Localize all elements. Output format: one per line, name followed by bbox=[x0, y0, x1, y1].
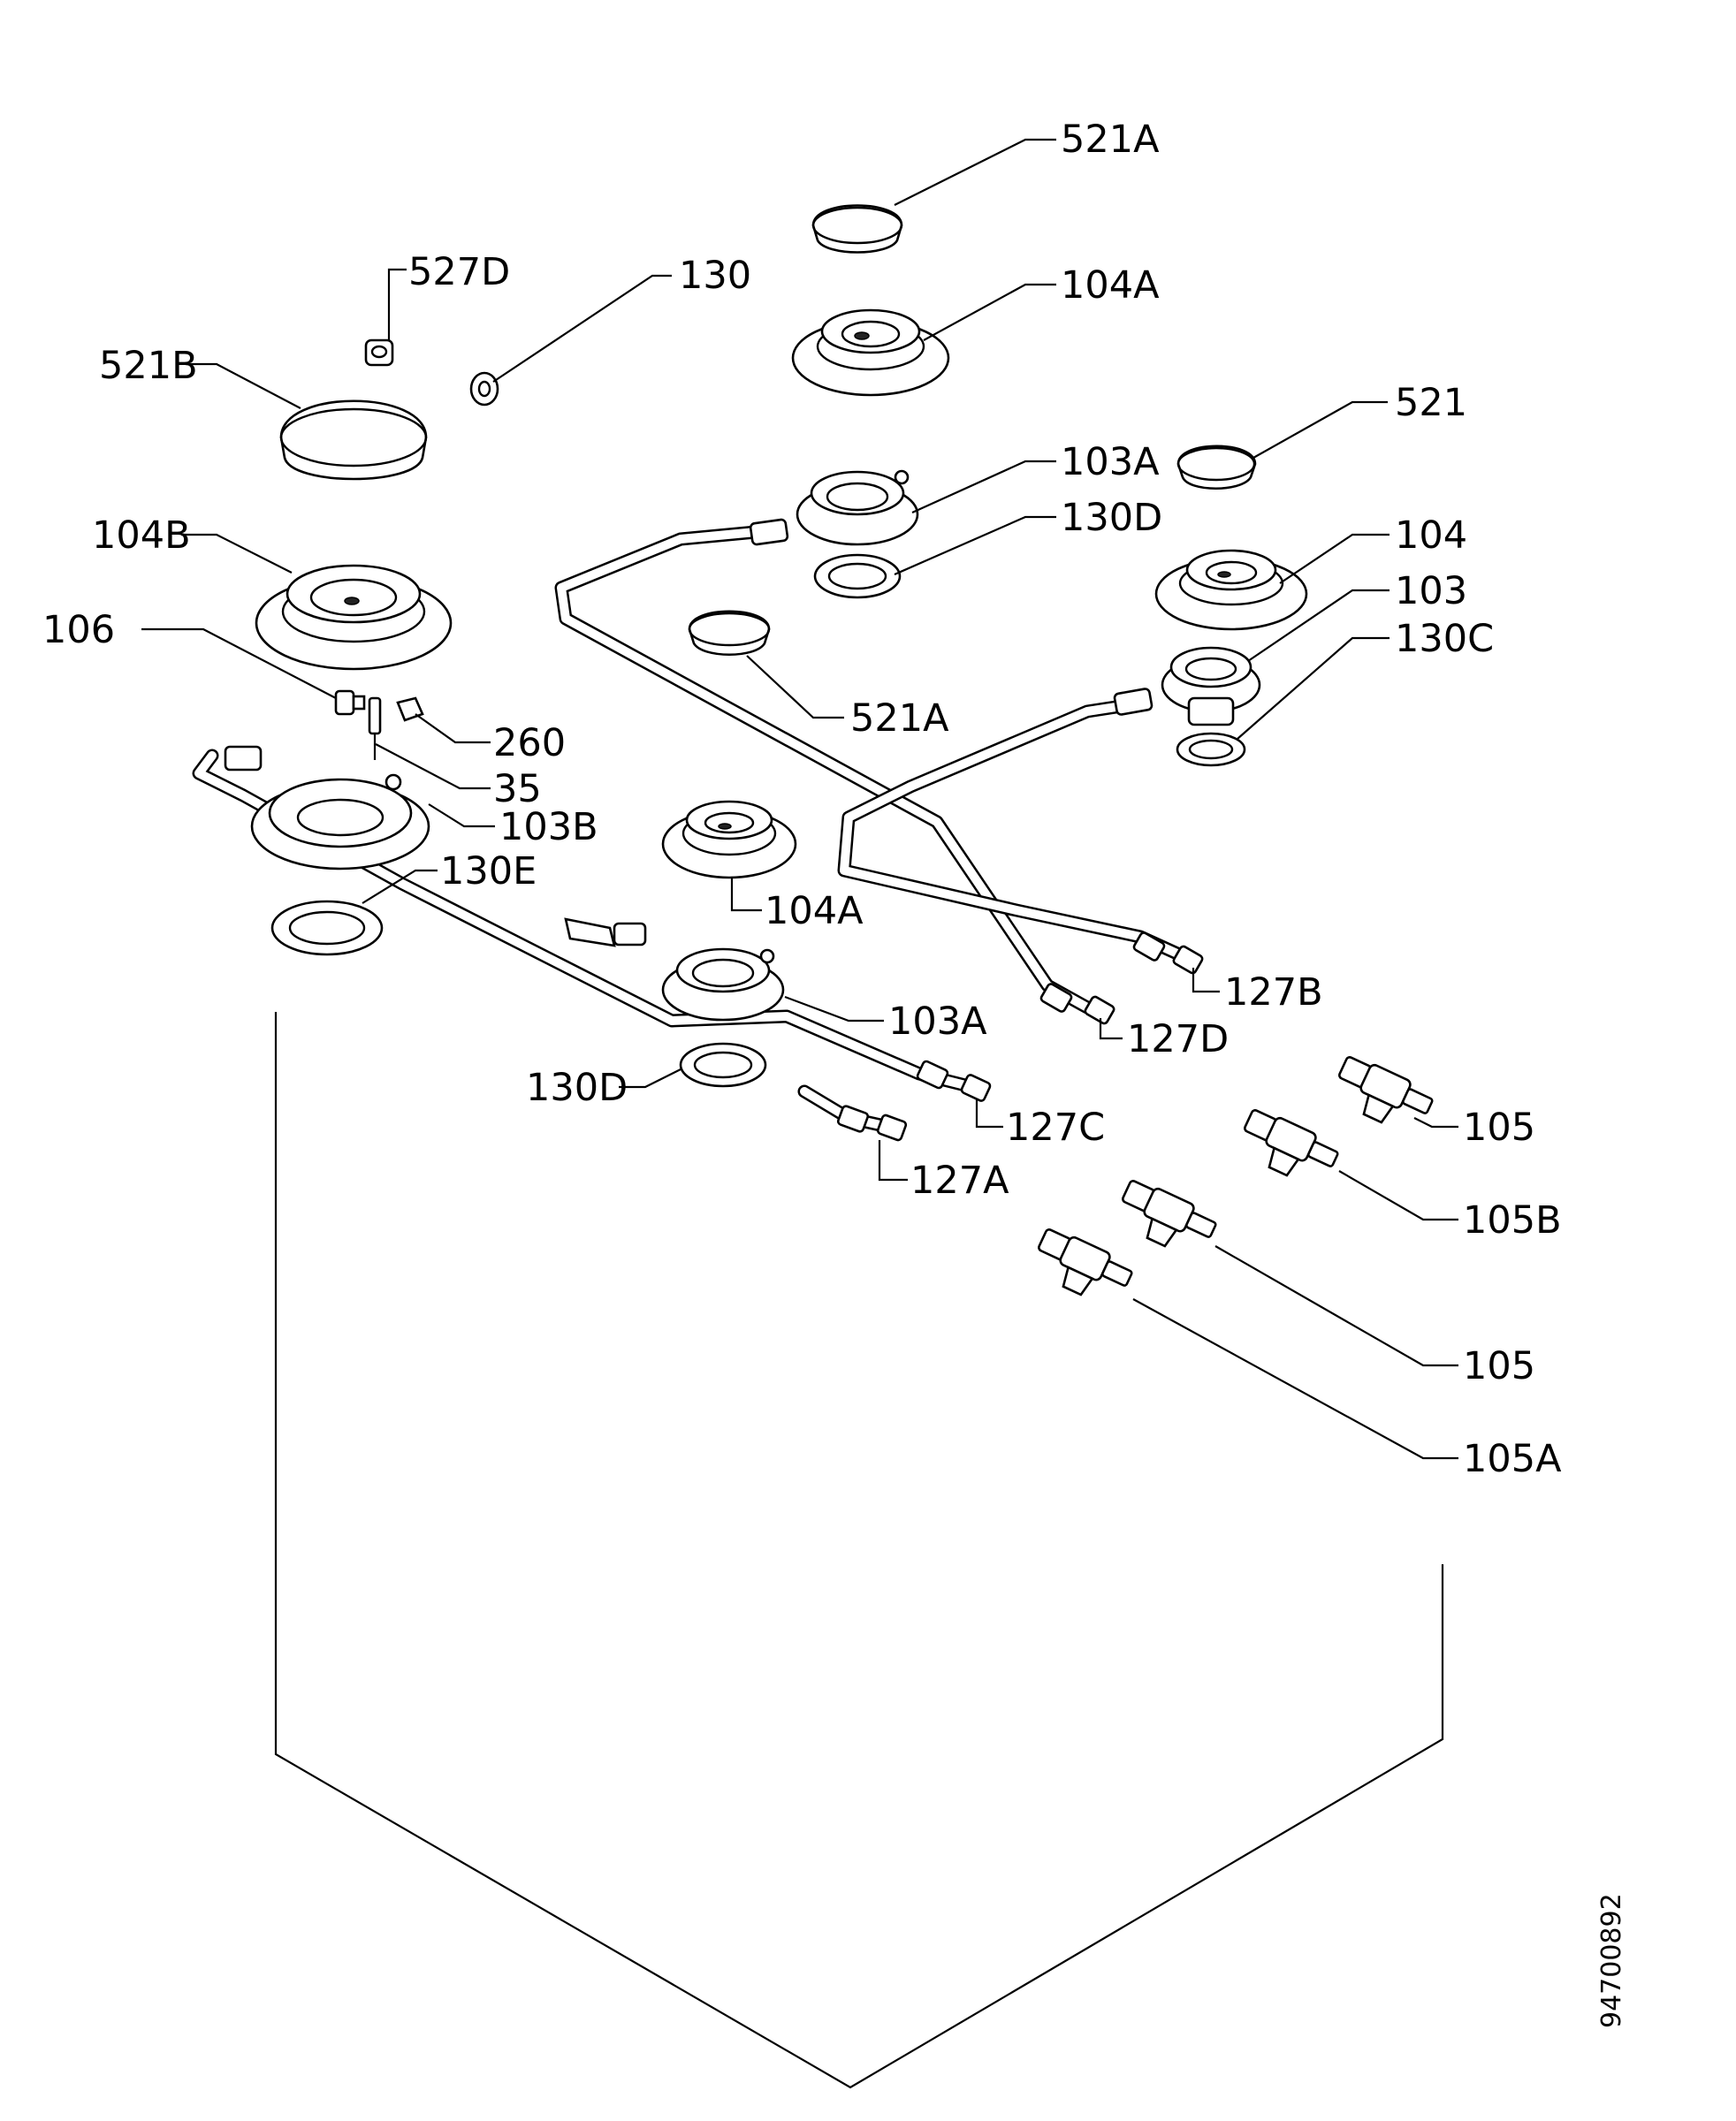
label-260: 260 bbox=[493, 721, 566, 765]
gaskets bbox=[270, 371, 1246, 1088]
label-130c: 130C bbox=[1395, 617, 1494, 661]
label-105b: 105B bbox=[1463, 1198, 1562, 1243]
label-103a-bot: 103A bbox=[888, 1000, 987, 1044]
label-130d-bot: 130D bbox=[526, 1066, 628, 1110]
part-labels: 521A 527D 130 104A 521B 521 103A 130D 10… bbox=[42, 118, 1562, 1481]
label-105-top: 105 bbox=[1463, 1106, 1535, 1150]
label-105a: 105A bbox=[1463, 1437, 1562, 1481]
label-103a-top: 103A bbox=[1061, 440, 1160, 484]
label-104a-mid: 104A bbox=[765, 889, 864, 933]
label-105-bot: 105 bbox=[1463, 1344, 1535, 1388]
label-521a-top: 521A bbox=[1061, 118, 1160, 162]
label-521a-mid: 521A bbox=[850, 696, 949, 741]
gas-pipes bbox=[192, 518, 1204, 1142]
label-104: 104 bbox=[1395, 513, 1467, 558]
label-35: 35 bbox=[493, 767, 542, 811]
label-103: 103 bbox=[1395, 569, 1467, 613]
label-104a-top: 104A bbox=[1061, 263, 1160, 308]
hob-outline bbox=[274, 1012, 1444, 2089]
label-103b: 103B bbox=[499, 805, 598, 849]
label-521: 521 bbox=[1395, 381, 1467, 425]
burner-heads bbox=[255, 308, 1308, 879]
label-127c: 127C bbox=[1006, 1106, 1105, 1150]
burner-bodies bbox=[250, 469, 1261, 1022]
burner-caps bbox=[279, 204, 1257, 657]
label-521b: 521B bbox=[99, 344, 198, 388]
leader-lines bbox=[141, 138, 1458, 1460]
label-106: 106 bbox=[42, 608, 115, 652]
drawing-code: 94700892 bbox=[1596, 1893, 1627, 2028]
label-127b: 127B bbox=[1224, 970, 1323, 1015]
label-104b: 104B bbox=[92, 513, 191, 558]
gas-taps bbox=[1038, 1056, 1434, 1296]
small-parts bbox=[334, 338, 424, 760]
label-130: 130 bbox=[679, 254, 751, 298]
label-130d-top: 130D bbox=[1061, 496, 1162, 540]
label-127d: 127D bbox=[1127, 1017, 1229, 1061]
label-527d: 527D bbox=[408, 250, 510, 294]
label-130e: 130E bbox=[440, 849, 537, 893]
label-127a: 127A bbox=[910, 1159, 1009, 1203]
